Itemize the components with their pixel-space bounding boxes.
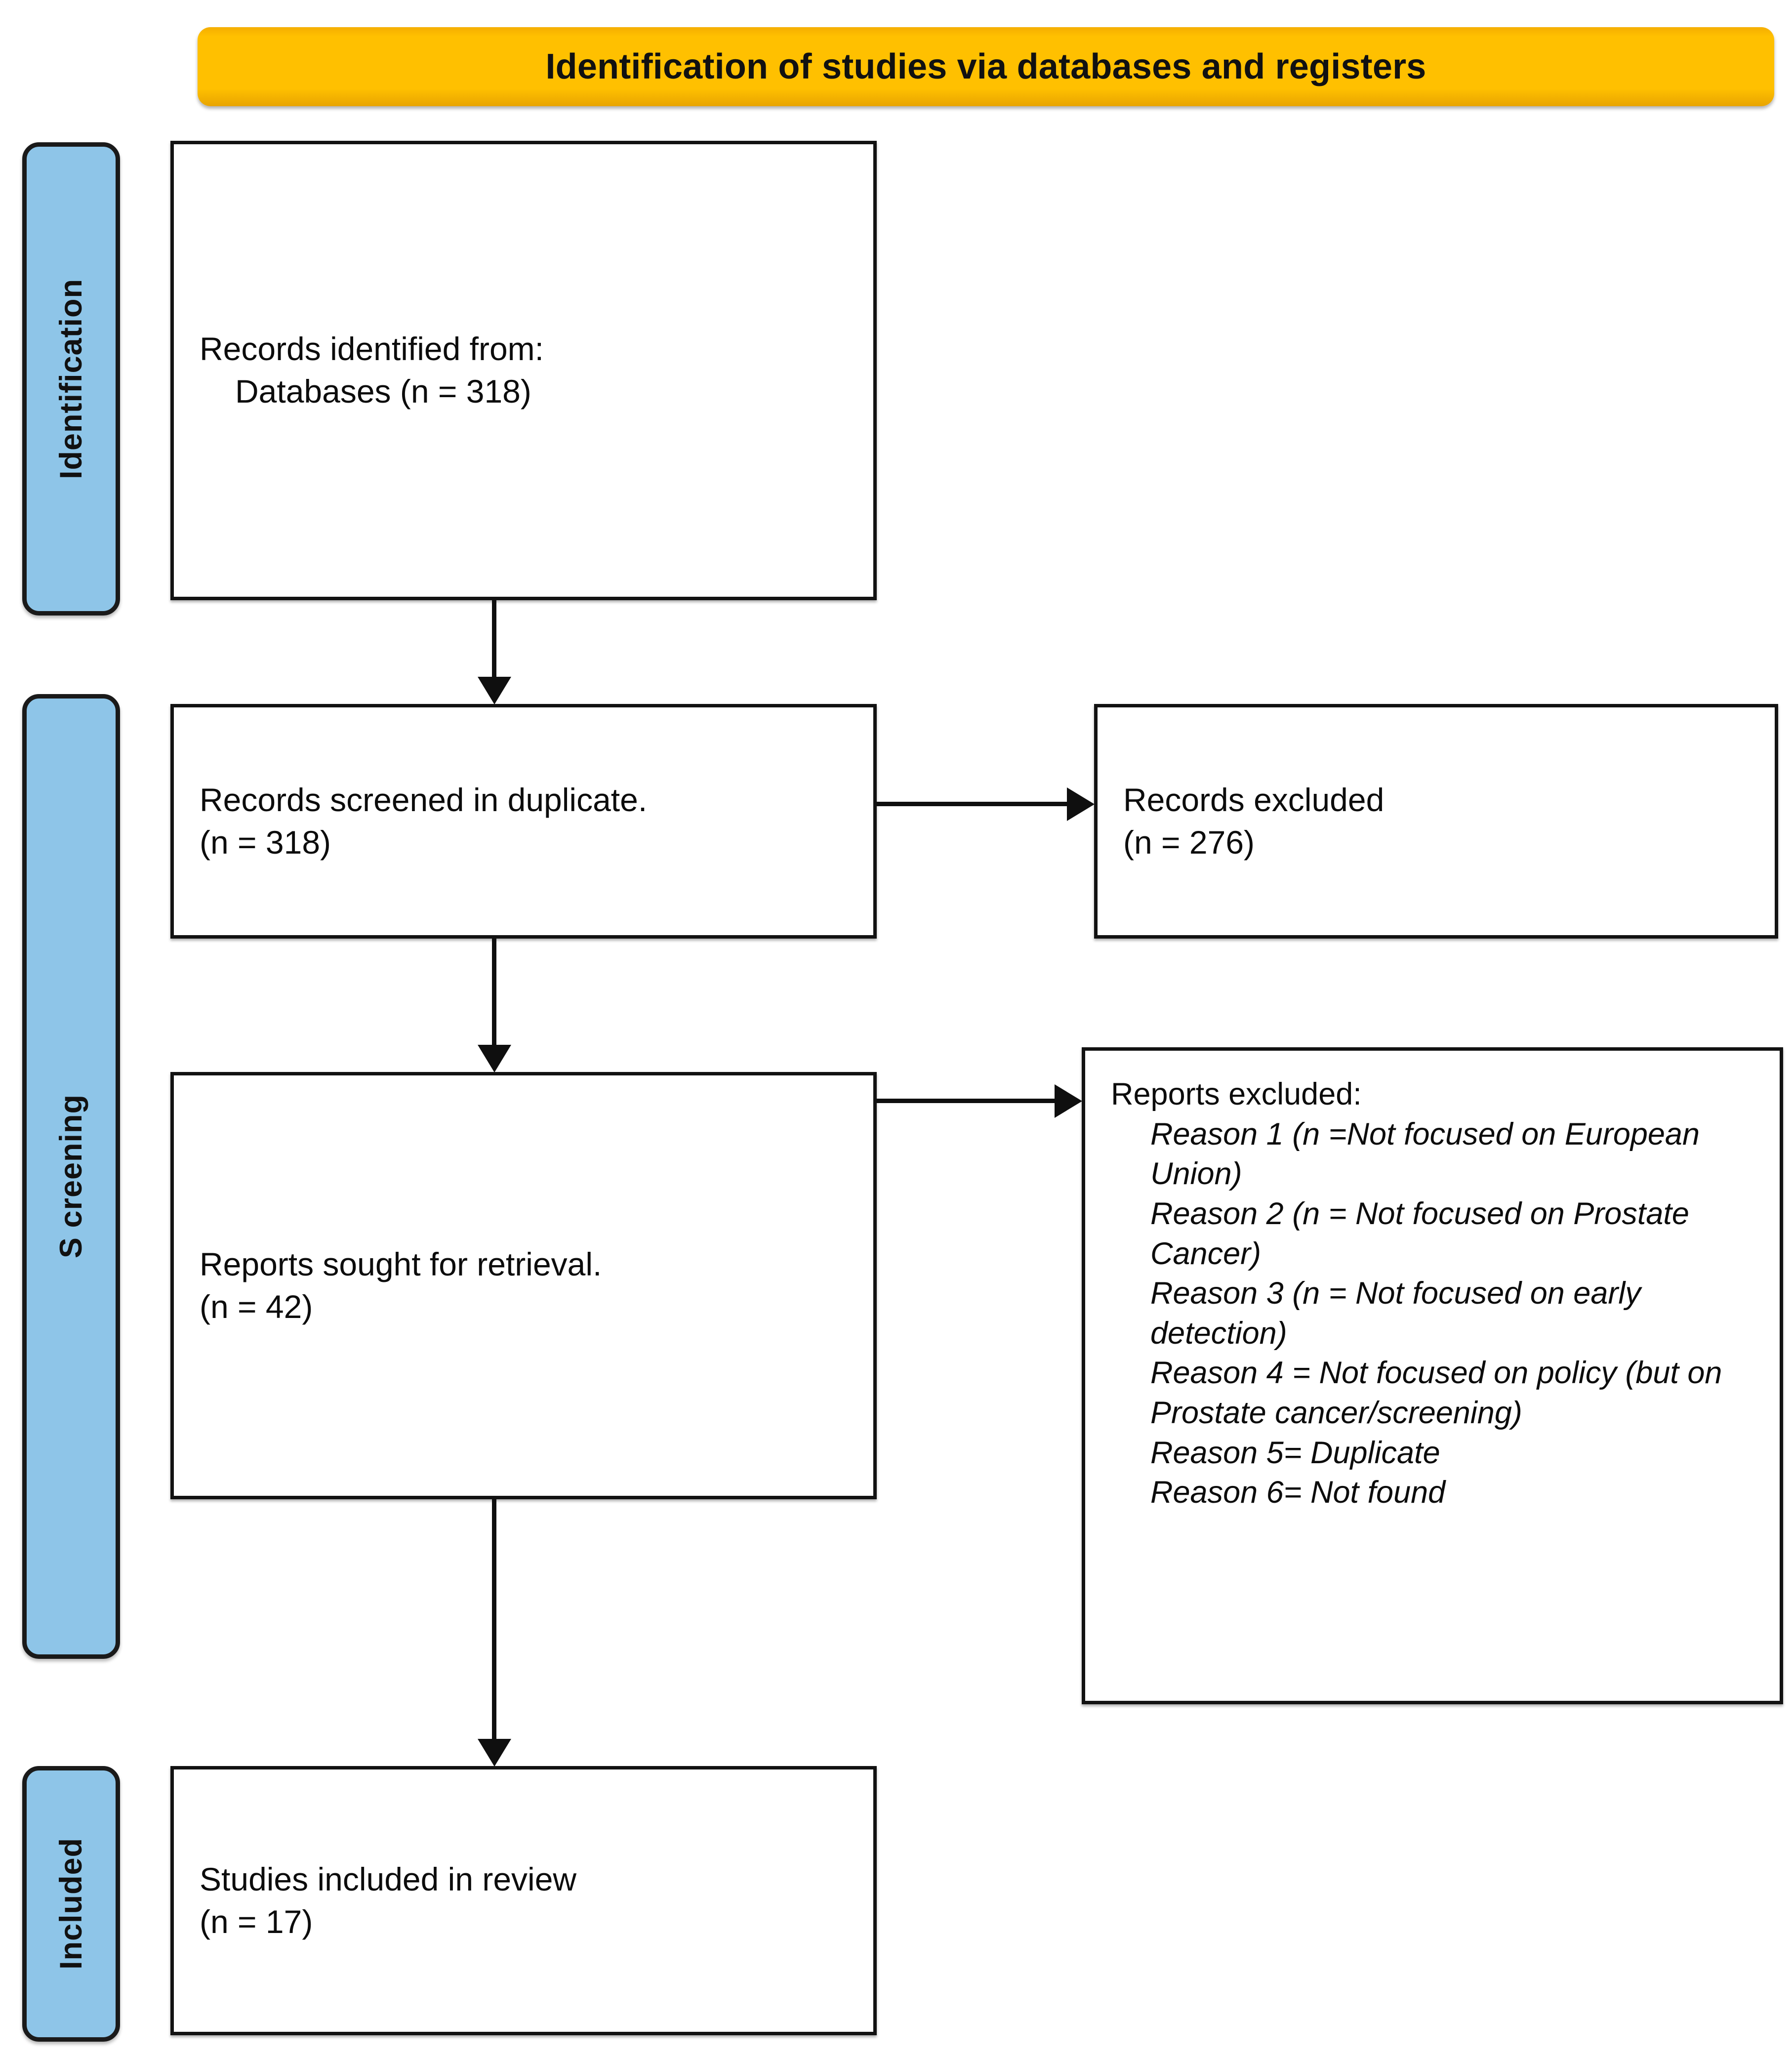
records-identified-line2: Databases (n = 318) bbox=[235, 373, 531, 410]
reports-excluded-reason-6: Reason 6= Not found bbox=[1150, 1475, 1446, 1510]
reports-excluded-reason-1: Reason 1 (n =Not focused on European Uni… bbox=[1150, 1116, 1700, 1192]
box-reports-excluded: Reports excluded: Reason 1 (n =Not focus… bbox=[1082, 1047, 1783, 1704]
records-identified-line1: Records identified from: bbox=[200, 330, 544, 368]
stage-label-identification: Identification bbox=[54, 279, 88, 479]
reports-excluded-reason-5: Reason 5= Duplicate bbox=[1150, 1435, 1440, 1470]
box-records-identified: Records identified from: Databases (n = … bbox=[170, 141, 877, 600]
reports-excluded-reason-3: Reason 3 (n = Not focused on early detec… bbox=[1150, 1276, 1641, 1351]
stage-label-screening: S creening bbox=[54, 1094, 88, 1259]
box-reports-sought: Reports sought for retrieval. (n = 42) bbox=[170, 1072, 877, 1499]
records-screened-line2: (n = 318) bbox=[200, 823, 331, 861]
box-studies-included: Studies included in review (n = 17) bbox=[170, 1766, 877, 2035]
reports-excluded-reason-2: Reason 2 (n = Not focused on Prostate Ca… bbox=[1150, 1196, 1689, 1271]
box-records-screened: Records screened in duplicate. (n = 318) bbox=[170, 704, 877, 939]
diagram-banner: Identification of studies via databases … bbox=[198, 27, 1774, 106]
reports-sought-line2: (n = 42) bbox=[200, 1288, 313, 1325]
stage-tab-included: Included bbox=[22, 1766, 120, 2042]
records-screened-line1: Records screened in duplicate. bbox=[200, 781, 648, 818]
stage-tab-screening: S creening bbox=[22, 694, 120, 1659]
records-excluded-line2: (n = 276) bbox=[1123, 823, 1255, 861]
stage-label-included: Included bbox=[54, 1838, 88, 1970]
reports-sought-line1: Reports sought for retrieval. bbox=[200, 1245, 602, 1282]
studies-included-line1: Studies included in review bbox=[200, 1860, 577, 1897]
studies-included-line2: (n = 17) bbox=[200, 1903, 313, 1940]
reports-excluded-heading: Reports excluded: bbox=[1111, 1077, 1362, 1111]
box-records-excluded: Records excluded (n = 276) bbox=[1094, 704, 1778, 939]
reports-excluded-reason-4: Reason 4 = Not focused on policy (but on… bbox=[1150, 1356, 1722, 1430]
records-excluded-line1: Records excluded bbox=[1123, 781, 1385, 818]
banner-title: Identification of studies via databases … bbox=[545, 47, 1426, 86]
stage-tab-identification: Identification bbox=[22, 142, 120, 616]
